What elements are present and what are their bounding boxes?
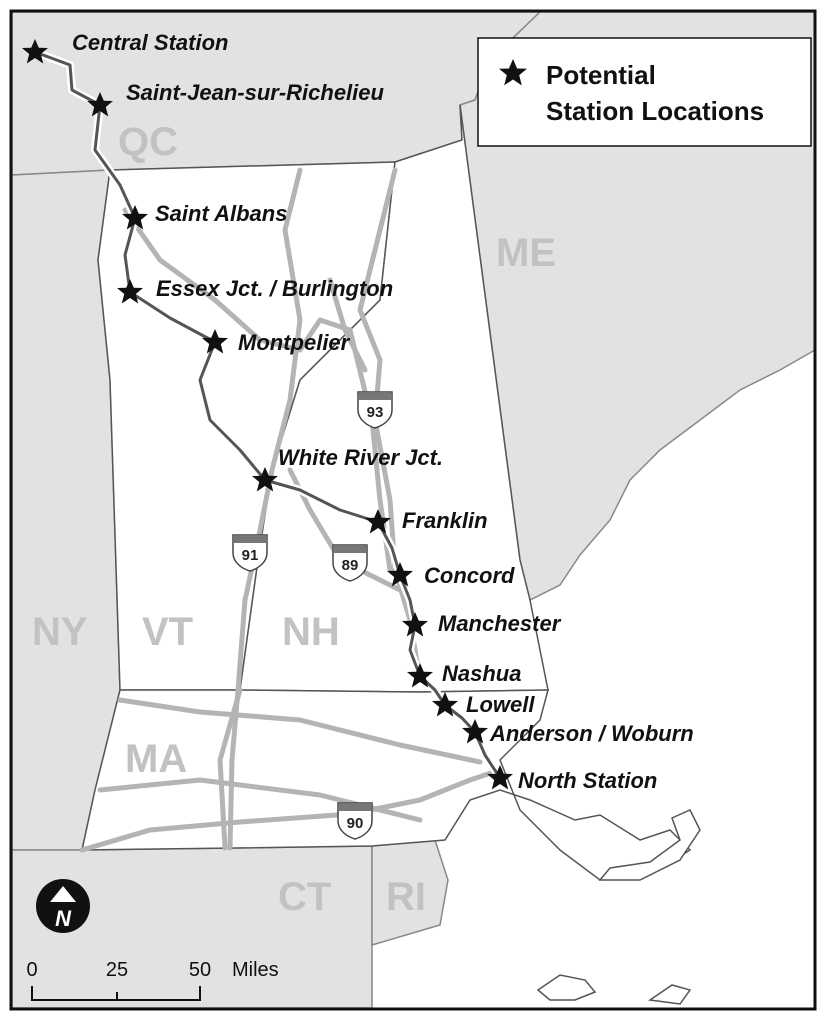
station-star-manchester: [402, 612, 428, 637]
shield-i89-outline: [332, 544, 368, 582]
stations-layer: Central Station Saint-Jean-sur-Richelieu…: [22, 30, 694, 793]
north-arrow-icon: N: [36, 879, 90, 933]
shield-i93: 93: [357, 391, 393, 429]
station-label-north-station: North Station: [518, 768, 657, 793]
state-label-ct: CT: [278, 875, 331, 919]
station-label-essex-jct: Essex Jct. / Burlington: [156, 276, 393, 301]
shield-i91-band: [234, 536, 266, 543]
state-label-ma: MA: [125, 737, 187, 781]
scale-bar: 0 25 50 Miles: [26, 959, 279, 1001]
state-label-me: ME: [496, 231, 556, 275]
legend-line-1: Potential: [546, 60, 656, 90]
shield-i89-band: [334, 546, 366, 553]
scale-tick-label-0: 0: [26, 959, 37, 981]
shield-i89: 89: [332, 544, 368, 582]
station-star-nashua: [407, 663, 433, 688]
legend-box: [477, 37, 812, 147]
north-arrow-disc: [36, 879, 90, 933]
state-label-ri: RI: [386, 875, 426, 919]
station-star-anderson-woburn: [462, 719, 488, 744]
station-star-concord: [387, 562, 413, 587]
road-i89: [122, 207, 393, 573]
island-marthas-vineyard: [536, 974, 597, 1001]
station-label-saint-albans: Saint Albans: [155, 201, 287, 226]
station-star-montpelier: [202, 329, 228, 354]
island-nantucket: [647, 984, 692, 1005]
cape-cod: [598, 809, 701, 881]
station-star-saint-albans: [122, 205, 148, 230]
rail-line-track: [33, 50, 502, 780]
legend-line-2: Station Locations: [546, 96, 764, 126]
station-star-franklin: [365, 509, 391, 534]
shield-i90-outline: [337, 802, 373, 840]
state-label-qc: QC: [118, 120, 178, 164]
station-star-white-river-jct: [252, 467, 278, 492]
station-star-lowell: [432, 692, 458, 717]
station-label-franklin: Franklin: [402, 508, 488, 533]
shield-i91: 91: [232, 534, 268, 572]
station-label-montpelier: Montpelier: [238, 330, 351, 355]
shield-i93-outline: [357, 391, 393, 429]
scale-tick-label-25: 25: [106, 959, 128, 981]
shield-i89-number: 89: [342, 557, 359, 574]
map-frame: [9, 9, 817, 1011]
north-arrow-letter: N: [55, 906, 72, 931]
scale-tick-label-50: 50: [189, 959, 211, 981]
shield-i91-number: 91: [242, 547, 259, 564]
station-star-north-station: [487, 765, 513, 790]
shield-i93-number: 93: [367, 404, 384, 421]
scale-bar-line: [31, 986, 201, 1001]
star-icon: [499, 59, 527, 86]
road-route2: [117, 697, 483, 765]
shield-i90: 90: [337, 802, 373, 840]
station-label-concord: Concord: [424, 563, 515, 588]
north-arrow-pointer: [50, 886, 76, 902]
legend: Potential Station Locations: [477, 37, 812, 147]
shield-i90-number: 90: [347, 815, 364, 832]
station-label-saint-jean: Saint-Jean-sur-Richelieu: [126, 80, 385, 105]
scale-unit-label: Miles: [232, 959, 279, 981]
road-ma-diag: [217, 687, 243, 851]
station-star-central-station: [22, 39, 48, 64]
state-label-vt: VT: [142, 610, 193, 654]
station-label-manchester: Manchester: [438, 611, 562, 636]
station-label-nashua: Nashua: [442, 661, 521, 686]
road-i91: [227, 167, 303, 851]
station-star-saint-jean: [87, 92, 113, 117]
region-maine: [459, 11, 816, 602]
state-label-ny: NY: [32, 610, 88, 654]
station-star-essex-jct: [117, 279, 143, 304]
road-nh-west: [327, 277, 368, 373]
shield-i90-band: [339, 804, 371, 811]
station-label-lowell: Lowell: [466, 692, 535, 717]
station-label-anderson-woburn: Anderson / Woburn: [489, 721, 694, 746]
state-label-nh: NH: [282, 610, 340, 654]
rail-line: [31, 48, 504, 782]
shield-i91-outline: [232, 534, 268, 572]
station-label-white-river-jct: White River Jct.: [278, 445, 443, 470]
station-label-central-station: Central Station: [72, 30, 228, 55]
shield-i93-band: [359, 393, 391, 400]
